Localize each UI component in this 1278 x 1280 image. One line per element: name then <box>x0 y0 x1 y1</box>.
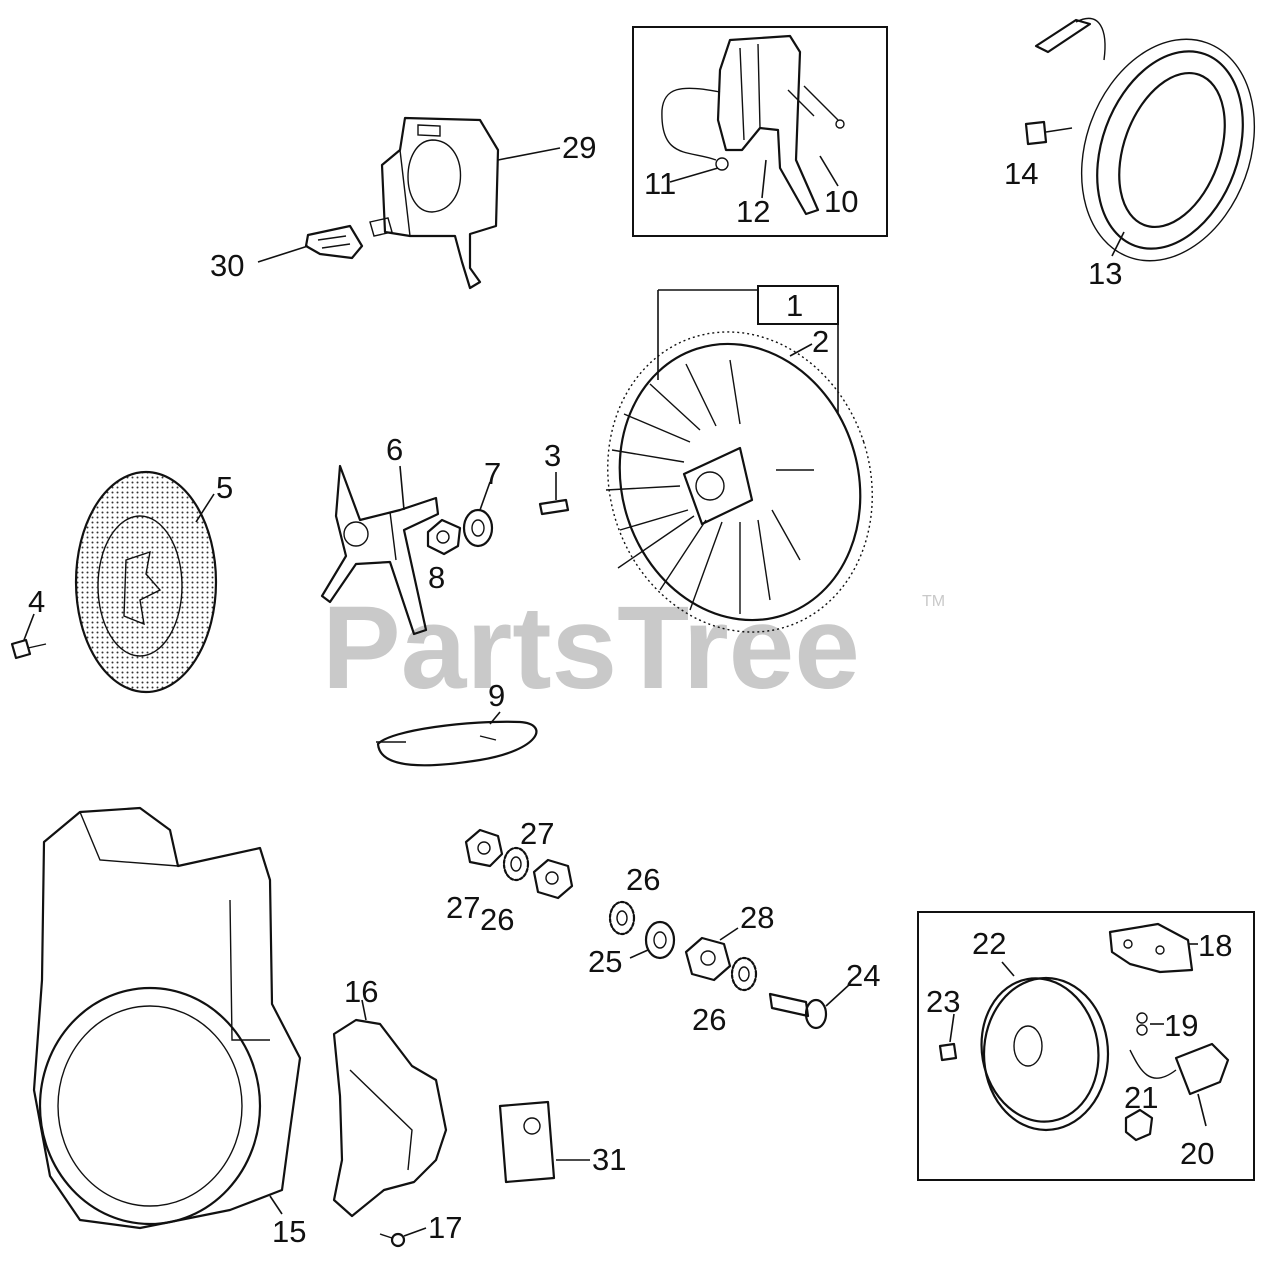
callout-21: 21 <box>1124 1080 1158 1115</box>
callout-16: 16 <box>344 974 378 1009</box>
callout-28: 28 <box>740 900 774 935</box>
part-pulley-22[interactable] <box>970 969 1110 1132</box>
part-screw-4[interactable] <box>10 638 47 660</box>
part-pin-19[interactable] <box>1136 1012 1148 1036</box>
callout-11: 11 <box>644 166 676 201</box>
inset-box-10-12 <box>632 26 888 237</box>
part-lockwasher-26c[interactable] <box>730 956 758 992</box>
leader-9 <box>489 711 501 725</box>
leader-17 <box>403 1227 427 1237</box>
callout-17: 17 <box>428 1210 462 1245</box>
callout-23: 23 <box>926 984 960 1019</box>
bracket-1 <box>657 289 839 414</box>
part-sensor-20[interactable] <box>1129 1042 1230 1096</box>
part-nut-21[interactable] <box>1124 1108 1154 1142</box>
callout-6: 6 <box>386 432 403 467</box>
callout-18: 18 <box>1198 928 1232 963</box>
part-ground-wire[interactable] <box>376 720 538 767</box>
leader-12 <box>761 159 767 199</box>
callout-8: 8 <box>428 560 445 595</box>
part-nut-28[interactable] <box>684 936 732 982</box>
leader-25 <box>629 949 649 959</box>
leader-13 <box>1111 231 1125 257</box>
leader-10 <box>819 155 839 187</box>
part-spacer-25[interactable] <box>644 920 676 960</box>
part-screw-23[interactable] <box>938 1042 958 1062</box>
callout-12: 12 <box>736 194 770 229</box>
callout-26-top-group: 26 <box>480 902 514 937</box>
part-key[interactable] <box>538 498 570 516</box>
leader-16 <box>361 999 367 1021</box>
part-lockwasher-26b[interactable] <box>608 900 636 936</box>
part-screw-14[interactable] <box>1024 120 1073 146</box>
part-stator[interactable] <box>1034 15 1278 285</box>
part-bracket-6[interactable] <box>320 464 440 636</box>
callout-20: 20 <box>1180 1136 1214 1171</box>
part-cover-18[interactable] <box>1108 922 1194 974</box>
callout-9: 9 <box>488 678 505 713</box>
leader-20 <box>1197 1093 1207 1127</box>
part-nut-27a[interactable] <box>464 828 504 868</box>
leader-30 <box>257 245 309 263</box>
callout-26-bottom: 26 <box>692 1002 726 1037</box>
part-nut-27b[interactable] <box>532 858 574 900</box>
leader-22 <box>1001 961 1015 977</box>
leader-15 <box>269 1195 283 1215</box>
callout-3: 3 <box>544 438 561 473</box>
part-plate[interactable] <box>498 1100 556 1184</box>
callout-10: 10 <box>824 184 858 219</box>
part-screw-17[interactable] <box>379 1232 406 1248</box>
callout-25: 25 <box>588 944 622 979</box>
trademark-symbol: TM <box>922 593 945 610</box>
callout-1: 1 <box>786 288 803 323</box>
leader-28 <box>719 927 739 941</box>
part-lockwasher-26a[interactable] <box>502 846 530 882</box>
part-bolt-24[interactable] <box>768 992 828 1030</box>
leader-4 <box>23 613 35 641</box>
callout-27-bottom: 27 <box>446 890 480 925</box>
part-flywheel[interactable] <box>569 297 910 666</box>
leader-2 <box>789 343 813 357</box>
callout-22: 22 <box>972 926 1006 961</box>
callout-19: 19 <box>1164 1008 1198 1043</box>
part-nut-8[interactable] <box>426 518 462 556</box>
callout-2: 2 <box>812 324 829 359</box>
callout-14: 14 <box>1004 156 1038 191</box>
part-rotating-screen[interactable] <box>74 470 218 694</box>
callout-15: 15 <box>272 1214 306 1249</box>
inset-box-18-23 <box>917 911 1255 1181</box>
callout-13: 13 <box>1088 256 1122 291</box>
leader-29 <box>497 147 561 161</box>
leader-23 <box>949 1013 955 1043</box>
callout-24: 24 <box>846 958 880 993</box>
watermark-text: PartsTree <box>322 582 860 714</box>
callout-30: 30 <box>210 248 244 283</box>
part-washer-7[interactable] <box>462 508 494 548</box>
leader-6 <box>399 465 405 511</box>
callout-box-1 <box>757 285 839 325</box>
leader-11 <box>669 167 719 183</box>
callout-7: 7 <box>484 456 501 491</box>
leader-5 <box>195 493 215 523</box>
callout-27-top: 27 <box>520 816 554 851</box>
callout-5: 5 <box>216 470 233 505</box>
callout-26-middle: 26 <box>626 862 660 897</box>
callout-4: 4 <box>28 584 45 619</box>
part-ignition-module[interactable] <box>369 116 500 290</box>
part-air-guide[interactable] <box>332 1018 448 1218</box>
callout-29: 29 <box>562 130 596 165</box>
callout-31: 31 <box>592 1142 626 1177</box>
leader-7 <box>479 481 491 511</box>
part-blower-housing[interactable] <box>32 806 302 1230</box>
part-armature-bracket[interactable] <box>661 34 845 216</box>
part-clip[interactable] <box>304 224 364 260</box>
leader-24 <box>825 983 851 1007</box>
